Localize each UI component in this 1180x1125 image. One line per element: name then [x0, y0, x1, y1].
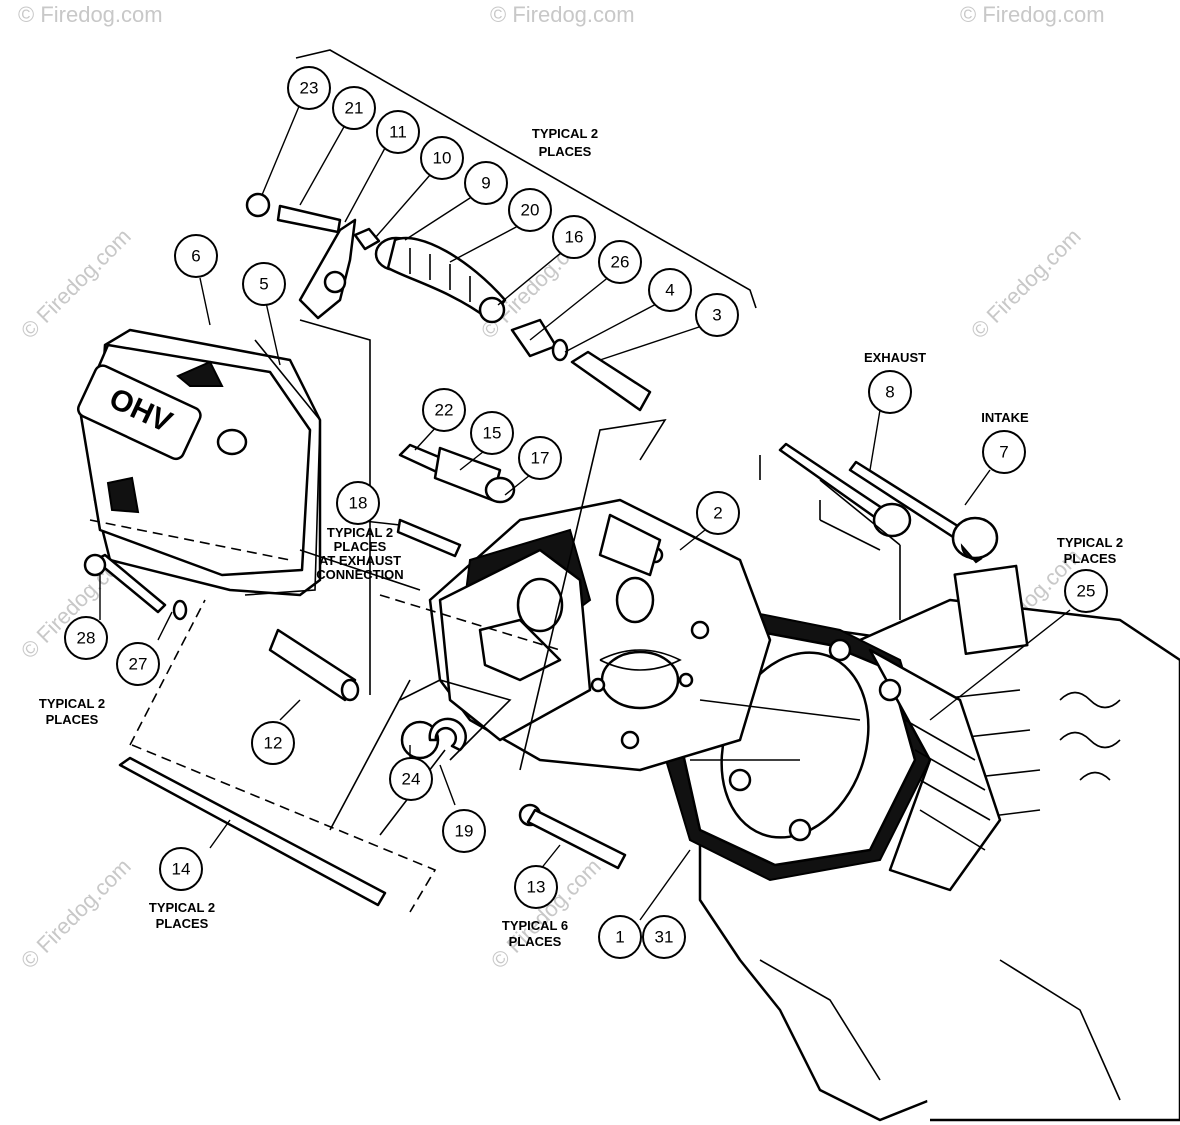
labels: TYPICAL 2 PLACES EXHAUST INTAKE TYPICAL … — [39, 126, 1123, 949]
callout: 14 — [159, 847, 203, 891]
svg-text:19: 19 — [455, 822, 474, 841]
callout: 15 — [470, 411, 514, 455]
right-group-label: PLACES — [1064, 551, 1117, 566]
bolt-label: PLACES — [509, 934, 562, 949]
svg-text:22: 22 — [435, 401, 454, 420]
callout: 19 — [442, 809, 486, 853]
callout: 25 — [1064, 569, 1108, 613]
callout: 12 — [251, 721, 295, 765]
watermark: © Firedog.com — [16, 224, 136, 344]
pushrod-label: TYPICAL 2 — [149, 900, 215, 915]
svg-text:28: 28 — [77, 629, 96, 648]
valves — [778, 442, 999, 564]
callout-leaders — [99, 103, 1071, 921]
callout: 23 — [287, 66, 331, 110]
top-group-bracket — [295, 49, 757, 309]
callout: 1 — [598, 915, 642, 959]
svg-text:12: 12 — [264, 734, 283, 753]
callout: 27 — [116, 642, 160, 686]
callout: 28 — [64, 616, 108, 660]
callout: 4 — [648, 268, 692, 312]
svg-text:17: 17 — [531, 449, 550, 468]
cylinder-head — [428, 498, 772, 772]
callout: 22 — [422, 388, 466, 432]
svg-text:16: 16 — [565, 228, 584, 247]
svg-text:6: 6 — [191, 247, 200, 266]
svg-text:5: 5 — [259, 275, 268, 294]
svg-text:25: 25 — [1077, 582, 1096, 601]
callout: 16 — [552, 215, 596, 259]
callout: 8 — [868, 370, 912, 414]
watermark: © Firedog.com — [960, 2, 1105, 27]
callouts: 23 21 11 10 9 20 16 26 4 3 6 5 22 15 17 … — [64, 66, 1108, 959]
callout: 18 — [336, 481, 380, 525]
callout: 26 — [598, 240, 642, 284]
callout: 9 — [464, 161, 508, 205]
svg-text:11: 11 — [389, 123, 407, 142]
right-group-label: TYPICAL 2 — [1057, 535, 1123, 550]
svg-text:15: 15 — [483, 424, 502, 443]
svg-text:4: 4 — [665, 281, 674, 300]
callout: 21 — [332, 86, 376, 130]
callout: 2 — [696, 491, 740, 535]
callout: 17 — [518, 436, 562, 480]
callout: 7 — [982, 430, 1026, 474]
svg-text:9: 9 — [481, 174, 490, 193]
svg-text:14: 14 — [172, 860, 191, 879]
callout: 10 — [420, 136, 464, 180]
svg-text:21: 21 — [345, 99, 364, 118]
svg-text:1: 1 — [615, 928, 624, 947]
valve-cover: OHV — [76, 328, 322, 597]
left-group-label: PLACES — [46, 712, 99, 727]
svg-text:8: 8 — [885, 383, 894, 402]
exhaust-connection-label: CONNECTION — [316, 567, 403, 582]
svg-text:7: 7 — [999, 443, 1008, 462]
svg-text:23: 23 — [300, 79, 319, 98]
bolt-label: TYPICAL 6 — [502, 918, 568, 933]
svg-text:31: 31 — [655, 928, 674, 947]
watermark: © Firedog.com — [16, 854, 136, 974]
svg-text:13: 13 — [527, 878, 546, 897]
left-group-label: TYPICAL 2 — [39, 696, 105, 711]
svg-text:18: 18 — [349, 494, 368, 513]
svg-text:24: 24 — [402, 770, 421, 789]
exhaust-label: EXHAUST — [864, 350, 926, 365]
callout: 20 — [508, 188, 552, 232]
callout: 31 — [642, 915, 686, 959]
exhaust-connection-label: TYPICAL 2 — [327, 525, 393, 540]
callout: 24 — [389, 757, 433, 801]
callout: 5 — [242, 262, 286, 306]
push-rod — [118, 756, 387, 907]
callout: 6 — [174, 234, 218, 278]
svg-text:20: 20 — [521, 201, 540, 220]
callout: 13 — [514, 865, 558, 909]
watermark: © Firedog.com — [490, 2, 635, 27]
svg-text:3: 3 — [712, 306, 721, 325]
svg-text:10: 10 — [433, 149, 452, 168]
pushrod-label: PLACES — [156, 916, 209, 931]
rocker-arm-assembly — [245, 192, 652, 412]
watermark: © Firedog.com — [18, 2, 163, 27]
exhaust-connection-label: PLACES — [334, 539, 387, 554]
head-bolt — [518, 803, 627, 870]
callout: 11 — [376, 110, 420, 154]
watermark: © Firedog.com — [966, 224, 1086, 344]
exhaust-connection-label: AT EXHAUST — [319, 553, 401, 568]
top-group-label: TYPICAL 2 — [532, 126, 598, 141]
top-group-label: PLACES — [539, 144, 592, 159]
svg-text:27: 27 — [129, 655, 148, 674]
intake-label: INTAKE — [981, 410, 1029, 425]
callout: 3 — [695, 293, 739, 337]
svg-text:2: 2 — [713, 504, 722, 523]
cover-bolt — [83, 553, 188, 621]
svg-text:26: 26 — [611, 253, 630, 272]
